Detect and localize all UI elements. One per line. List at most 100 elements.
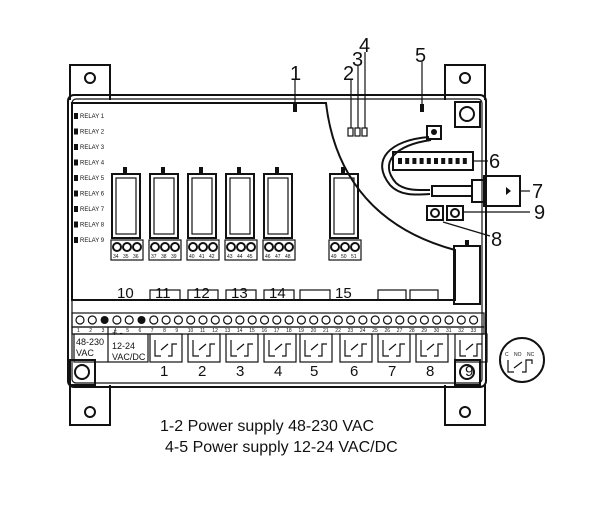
upper-relay-label: 13 [231,285,248,302]
relay-label-1: RELAY 1 [80,114,105,120]
lower-terminal-number: 23 [348,328,354,334]
svg-text:C: C [505,352,509,358]
relay-label-7: RELAY 7 [80,207,105,213]
upper-relay-label: 14 [269,285,286,302]
svg-text:NO: NO [514,352,522,358]
lower-relay-label: 9 [465,363,473,380]
callout-2: 2 [343,63,354,85]
relay-15 [329,173,359,239]
callout-4: 4 [359,35,370,57]
upper-terminal-number: 47 [275,254,281,260]
mounting-ears [69,64,486,426]
housing-outline [67,94,487,388]
lower-terminal-number: 5 [126,328,129,334]
caption-line-2: 4-5 Power supply 12-24 VAC/DC [165,439,398,456]
relay-led-3 [74,144,78,150]
lower-terminal-number: 30 [434,328,440,334]
lower-relay-label: 3 [236,363,244,380]
lower-relay-label: 1 [160,363,168,380]
lower-terminal-number: 33 [471,328,477,334]
lower-terminal-number: 24 [360,328,366,334]
upper-terminal-number: 40 [189,254,195,260]
upper-relay-label: 12 [193,285,210,302]
upper-terminal-number: 42 [209,254,215,260]
lower-terminal-number: 2 [89,328,92,334]
relay-label-3: RELAY 3 [80,145,105,151]
callout-7: 7 [532,181,543,203]
low-voltage-label-2: VAC/DC [112,352,146,362]
lower-terminal-number: 20 [311,328,317,334]
upper-terminal-number: 39 [171,254,177,260]
callout-5: 5 [415,45,426,67]
contact-symbol: C NO NC [499,337,545,383]
relay-led-9 [74,237,78,243]
low-voltage-label-1: 12-24 [112,341,135,351]
lower-relay-label: 6 [350,363,358,380]
upper-relay-label: 15 [335,285,352,302]
upper-relay-label: 11 [155,285,171,302]
svg-text:NC: NC [527,352,535,358]
lower-terminal-number: 18 [286,328,292,334]
lower-terminal-number: 3 [102,328,105,334]
upper-terminal-number: 51 [351,254,357,260]
relay-led-7 [74,206,78,212]
relay-label-8: RELAY 8 [80,223,105,229]
lower-terminal-number: 16 [262,328,268,334]
upper-terminal-number: 44 [237,254,243,260]
upper-terminal-number: 38 [161,254,167,260]
upper-terminal-number: 48 [285,254,291,260]
relay-label-2: RELAY 2 [80,130,105,136]
relay-label-9: RELAY 9 [80,238,105,244]
relay-label-4: RELAY 4 [80,161,105,167]
relay-led-2 [74,128,78,135]
callout-8: 8 [491,229,502,251]
line-voltage-label-1: 48-230 [76,337,104,347]
power-input-labels: 48-230 VAC + - 12-24 VAC/DC [76,327,146,362]
lower-terminal-number: 4 [114,328,117,334]
lower-terminal-number: 26 [385,328,391,334]
corner-bosses [69,101,481,386]
lower-terminal-number: 11 [200,328,205,334]
relay-led-5 [74,175,78,181]
lower-terminal-number: 29 [421,328,427,334]
relay-12 [187,173,217,239]
lower-terminal-number: 22 [335,328,341,334]
relay-13 [225,173,255,239]
callout-leaders [294,52,530,237]
lower-terminal-number: 6 [139,328,142,334]
lower-relay-label: 7 [388,363,396,380]
callout-3: 3 [352,49,363,71]
lower-terminal-number: 25 [372,328,378,334]
upper-terminal-number: 49 [331,254,337,260]
relay-led-8 [74,221,78,228]
relay-led-1 [74,113,78,119]
lower-terminal-number: 9 [175,328,178,334]
lower-relay-label: 4 [274,363,282,380]
relay-11 [149,173,179,239]
lower-terminal-number: 12 [212,328,218,334]
upper-terminal-number: 36 [133,254,139,260]
callout-9: 9 [534,202,545,224]
lower-terminal-number: 31 [446,328,452,334]
lower-relay-label: 5 [310,363,318,380]
lower-terminal-number: 28 [409,328,415,334]
lower-terminal-number: 27 [397,328,403,334]
relay-led-6 [74,190,78,197]
lower-terminal-number: 10 [188,328,194,334]
relay-label-6: RELAY 6 [80,192,105,198]
lower-terminal-number: 17 [274,328,280,334]
upper-terminal-number: 35 [123,254,129,260]
relay-label-5: RELAY 5 [80,176,105,182]
upper-terminal-number: 34 [113,254,119,260]
lower-terminal-number: 8 [163,328,166,334]
upper-terminal-number: 43 [227,254,233,260]
upper-terminal-number: 45 [247,254,253,260]
line-voltage-label-2: VAC [76,348,94,358]
lower-terminal-number: 21 [323,328,329,334]
relay-led-4 [74,159,78,166]
upper-terminal-number: 41 [199,254,205,260]
relay-label-list: RELAY 1 RELAY 2 RELAY 3 RELAY 4 RELAY 5 RELAY… [74,113,105,244]
